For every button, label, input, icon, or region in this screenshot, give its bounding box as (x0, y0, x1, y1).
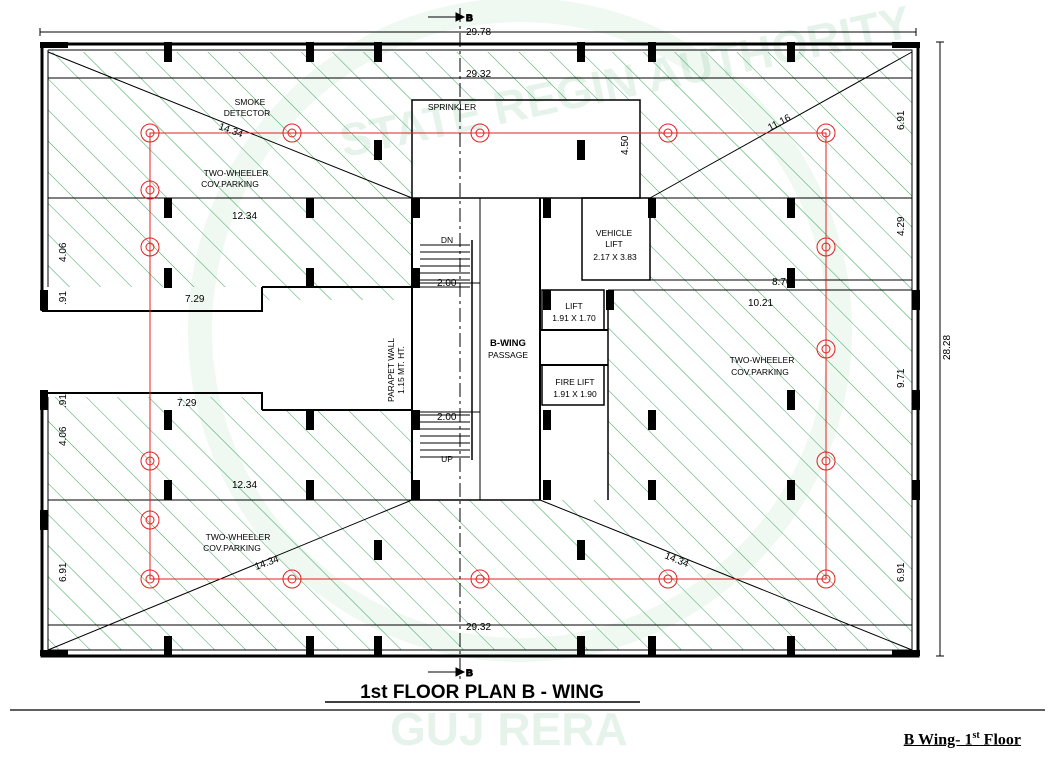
dim-ne-mid: 4.29 (896, 216, 907, 236)
stair-down-label: DN (441, 235, 453, 245)
sprinkler-heads (140, 123, 836, 589)
lift-label-1: LIFT (565, 301, 582, 311)
staircase (420, 198, 481, 500)
dim-overall-width: 29.78 (466, 27, 491, 38)
fire-sprinkler-layout (140, 123, 836, 589)
parapet-label-1: PARAPET WALL (386, 338, 396, 402)
fire-lift-label-1: FIRE LIFT (555, 377, 594, 387)
page-caption: B Wing- 1st Floor (904, 730, 1021, 749)
dim-sprinkler-depth: 4.50 (620, 135, 631, 155)
passage-label-1: B-WING (490, 338, 526, 349)
dim-inner-width-bottom: 29.32 (466, 622, 491, 633)
smoke-detector-label-1: SMOKE (235, 97, 266, 107)
caption-sup: st (972, 730, 980, 741)
room-labels: SMOKE DETECTOR SPRINKLER TWO-WHEELER COV… (201, 97, 794, 553)
caption-main: B Wing- 1 (903, 731, 973, 749)
dim-nw-width: 12.34 (232, 211, 257, 222)
dim-stair-top: 2.00 (437, 278, 457, 289)
stair-up-label: UP (441, 454, 453, 464)
hatched-areas (48, 52, 912, 650)
dim-e-width-1: 8.76 (772, 277, 792, 288)
plan-title: 1st FLOOR PLAN B - WING (360, 682, 604, 703)
dim-nw-height: 4.06 (58, 242, 69, 262)
sprinkler-label: SPRINKLER (428, 102, 476, 112)
caption-end: Floor (979, 731, 1021, 749)
dim-sw-notch: 7.29 (177, 398, 197, 409)
parking-area-east (540, 52, 912, 650)
dim-stair-bottom: 2.00 (437, 412, 457, 423)
dimension-labels: 29.78 29.32 29.32 28.28 14.34 11.16 14.3… (58, 27, 953, 633)
dim-ne-top: 6.91 (896, 110, 907, 130)
parapet-label-2: 1.15 MT. HT. (396, 346, 406, 394)
dim-sw-width: 12.34 (232, 480, 257, 491)
dim-nw-notch: 7.29 (185, 294, 205, 305)
parking-area-nw (48, 52, 412, 300)
dim-sw-bottom: 6.91 (58, 562, 69, 582)
parking-strip-north (412, 52, 640, 100)
dim-e-mid: 9.71 (896, 368, 907, 388)
parking-e-label-1: TWO-WHEELER (730, 355, 795, 365)
parking-e-label-2: COV.PARKING (731, 367, 789, 377)
fire-lift-label-2: 1.91 X 1.90 (553, 389, 597, 399)
parking-sw-label-2: COV.PARKING (203, 543, 261, 553)
parking-sw-label-1: TWO-WHEELER (206, 532, 271, 542)
dim-inner-width-top: 29.32 (466, 69, 491, 80)
parking-nw-label-2: COV.PARKING (201, 179, 259, 189)
vehicle-lift-label-2: LIFT (605, 239, 622, 249)
diagonal-lines (47, 51, 913, 651)
section-marker-top: B (466, 13, 473, 24)
parking-area-sw (48, 397, 540, 650)
lift-label-2: 1.91 X 1.70 (552, 313, 596, 323)
outer-dimensions (39, 28, 944, 657)
sprinkler-line (149, 132, 827, 580)
dim-sw-height: 4.06 (58, 426, 69, 446)
dim-overall-height: 28.28 (942, 335, 953, 360)
dim-se-bottom: 6.91 (896, 562, 907, 582)
section-marker-bottom: B (466, 668, 473, 679)
watermark-bottom-text: GUJ RERA (390, 703, 628, 755)
section-line: B B (428, 8, 474, 680)
dim-sw-small: .91 (58, 394, 69, 408)
dim-e-width-2: 10.21 (748, 298, 773, 309)
columns (40, 42, 920, 656)
vehicle-lift-label-1: VEHICLE (596, 228, 633, 238)
passage-label-2: PASSAGE (488, 350, 528, 360)
dim-nw-small: .91 (58, 291, 69, 305)
smoke-detector-label-2: DETECTOR (224, 108, 271, 118)
parking-nw-label-1: TWO-WHEELER (204, 168, 269, 178)
vehicle-lift-label-3: 2.17 X 3.83 (593, 252, 637, 262)
